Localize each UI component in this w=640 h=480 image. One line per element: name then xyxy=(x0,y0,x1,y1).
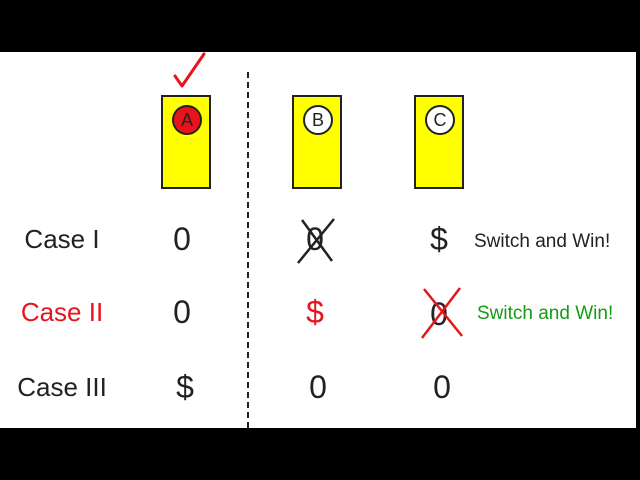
cross-out-icon xyxy=(421,287,463,339)
door-a: A xyxy=(161,95,211,189)
case-3-door-b-value: 0 xyxy=(309,369,327,405)
door-c: C xyxy=(414,95,464,189)
dashed-divider xyxy=(247,72,249,428)
door-c-label: C xyxy=(425,105,455,135)
case-2-note: Switch and Win! xyxy=(477,303,614,324)
case-2-label: Case II xyxy=(20,297,104,327)
door-b: B xyxy=(292,95,342,189)
door-b-label: B xyxy=(303,105,333,135)
case-1-door-a-value: 0 xyxy=(173,221,191,257)
door-a-label: A xyxy=(172,105,202,135)
case-3-door-a-value: $ xyxy=(176,369,194,405)
whiteboard: A B C Case I 0 0 $ Switch and Win! Case … xyxy=(0,52,636,428)
check-icon xyxy=(173,52,206,88)
case-3-door-c-value: 0 xyxy=(433,369,451,405)
case-1-note: Switch and Win! xyxy=(474,231,611,252)
case-3-label: Case III xyxy=(17,372,107,402)
case-1-door-c-value: $ xyxy=(430,221,448,257)
case-1-label: Case I xyxy=(24,224,100,254)
case-2-door-b-value: $ xyxy=(306,294,324,330)
cross-out-icon xyxy=(297,218,335,264)
case-2-door-a-value: 0 xyxy=(173,294,191,330)
